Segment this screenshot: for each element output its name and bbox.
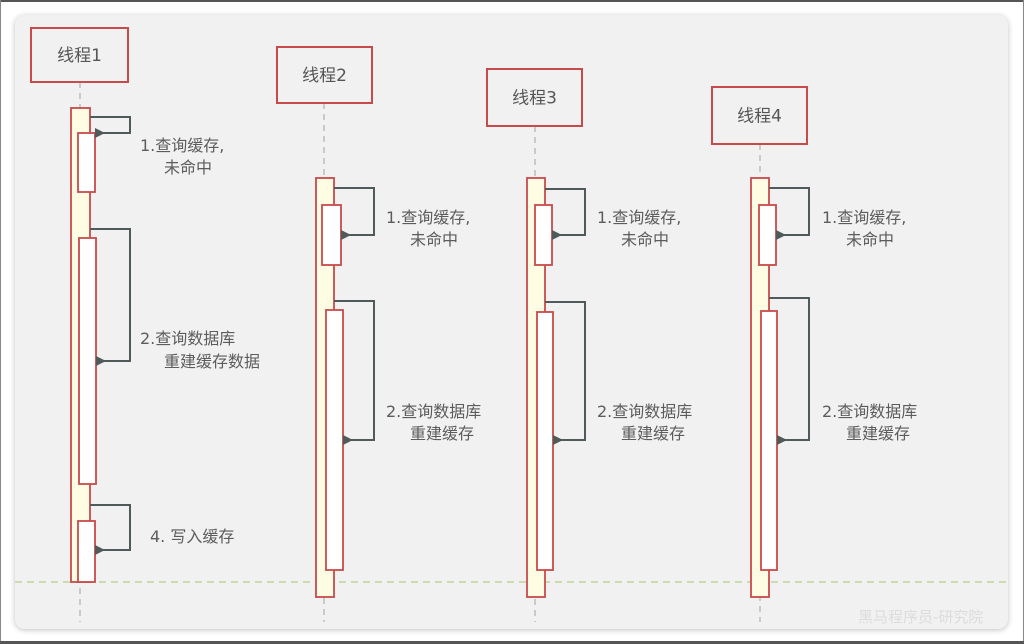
message-label: 未命中 — [410, 230, 458, 249]
message-label: 未命中 — [164, 158, 212, 177]
nested-activation — [758, 204, 777, 266]
participant-box — [486, 68, 583, 127]
self-message-arrow — [334, 300, 375, 445]
self-message-arrow — [769, 297, 810, 445]
message-label: 1.查询缓存, — [597, 208, 681, 227]
nested-activation — [760, 310, 778, 571]
message-label: 2.查询数据库 — [822, 402, 917, 421]
message-label: 1.查询缓存, — [140, 136, 224, 155]
self-message-arrow — [90, 504, 131, 555]
participant-name: 线程3 — [512, 89, 557, 109]
message-label: 1.查询缓存, — [822, 208, 906, 227]
nested-activation — [536, 311, 554, 571]
nested-activation — [325, 309, 344, 571]
self-message-arrow — [769, 187, 810, 240]
window-top-border — [0, 0, 1024, 2]
nested-activation — [321, 204, 342, 266]
nested-activation — [534, 204, 553, 266]
window-left-border — [0, 0, 1, 644]
participant-box — [276, 46, 373, 104]
participant-box — [30, 27, 129, 83]
message-label: 2.查询数据库 — [140, 329, 235, 348]
message-label: 重建缓存数据 — [164, 352, 260, 371]
message-label: 重建缓存 — [410, 424, 474, 443]
self-message-arrow — [90, 116, 131, 138]
watermark: 黑马程序员-研究院 — [858, 608, 983, 626]
message-label: 2.查询数据库 — [386, 402, 481, 421]
nested-activation — [77, 132, 96, 193]
participant-box — [711, 86, 808, 145]
participant-name: 线程1 — [57, 46, 102, 66]
message-label: 1.查询缓存, — [386, 208, 470, 227]
participant-name: 线程4 — [737, 107, 782, 127]
self-message-arrow — [334, 187, 375, 240]
message-label: 重建缓存 — [621, 424, 685, 443]
message-label: 未命中 — [621, 230, 669, 249]
message-label: 4. 写入缓存 — [150, 527, 234, 546]
message-label: 2.查询数据库 — [597, 402, 692, 421]
message-label: 重建缓存 — [846, 424, 910, 443]
nested-activation — [78, 237, 97, 485]
self-message-arrow — [90, 228, 131, 366]
nested-activation — [77, 520, 96, 583]
self-message-arrow — [545, 188, 586, 240]
message-label: 未命中 — [846, 230, 894, 249]
self-message-arrow — [545, 301, 586, 445]
participant-name: 线程2 — [302, 66, 347, 86]
window-bottom-border — [0, 641, 1024, 644]
